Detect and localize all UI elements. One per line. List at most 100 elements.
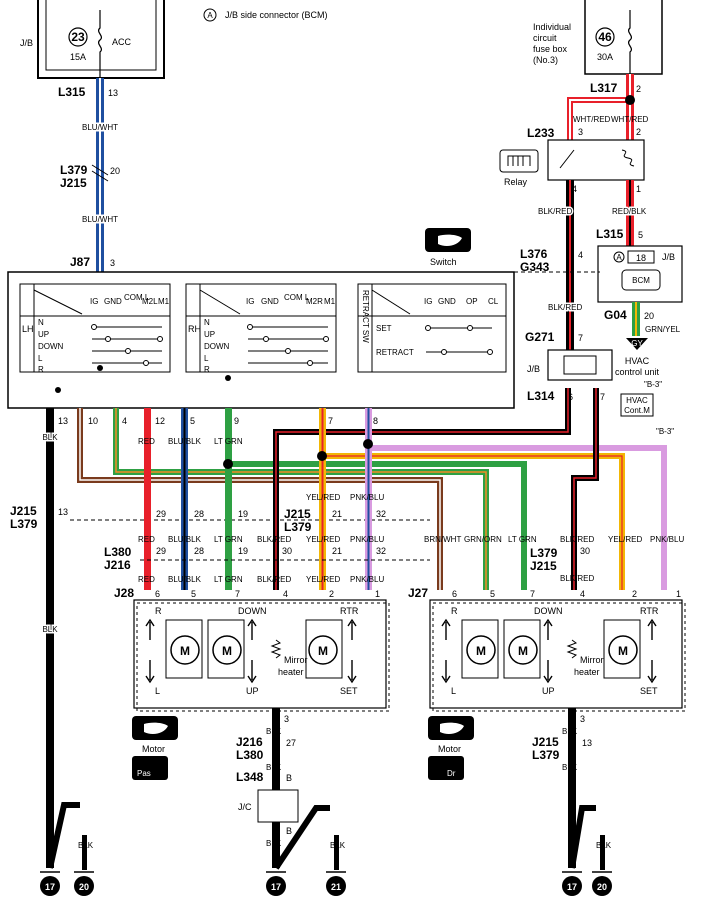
relay: Relay bbox=[499, 139, 645, 187]
svg-text:BLK/RED: BLK/RED bbox=[560, 574, 594, 583]
svg-text:DOWN: DOWN bbox=[38, 342, 64, 351]
svg-text:L380: L380 bbox=[104, 545, 132, 559]
svg-text:Mirror: Mirror bbox=[580, 655, 604, 665]
svg-text:L376: L376 bbox=[520, 247, 548, 261]
svg-text:L233: L233 bbox=[527, 126, 555, 140]
svg-text:COM L: COM L bbox=[124, 293, 150, 302]
svg-text:RED/BLK: RED/BLK bbox=[612, 207, 647, 216]
svg-text:RTR: RTR bbox=[640, 606, 659, 616]
wire-lt-grn-right bbox=[228, 461, 527, 590]
svg-text:20: 20 bbox=[644, 311, 654, 321]
svg-text:BLK/RED: BLK/RED bbox=[538, 207, 572, 216]
svg-text:1: 1 bbox=[676, 589, 681, 599]
svg-text:28: 28 bbox=[194, 546, 204, 556]
svg-text:BLU/BLK: BLU/BLK bbox=[168, 535, 202, 544]
svg-text:BLU/BLK: BLU/BLK bbox=[168, 575, 202, 584]
switch-table: LH RH RETRACT SW IG GND COM L M2L M1 IG … bbox=[7, 271, 515, 409]
svg-text:M: M bbox=[518, 644, 528, 658]
svg-text:21: 21 bbox=[332, 509, 342, 519]
svg-text:heater: heater bbox=[278, 667, 304, 677]
svg-text:18: 18 bbox=[636, 253, 646, 263]
svg-text:21: 21 bbox=[331, 882, 341, 892]
svg-text:BLK: BLK bbox=[42, 625, 58, 634]
svg-text:L380: L380 bbox=[236, 748, 264, 762]
wire-blk-motor-right bbox=[568, 708, 576, 868]
svg-text:4: 4 bbox=[578, 250, 583, 260]
svg-text:L: L bbox=[204, 354, 209, 363]
svg-text:M: M bbox=[180, 644, 190, 658]
svg-text:BLK: BLK bbox=[562, 727, 578, 736]
svg-text:BLU/BLK: BLU/BLK bbox=[168, 437, 202, 446]
svg-text:L379: L379 bbox=[284, 520, 312, 534]
svg-text:J/C: J/C bbox=[238, 802, 252, 812]
svg-text:"B-3": "B-3" bbox=[644, 380, 662, 389]
svg-text:BLU/WHT: BLU/WHT bbox=[82, 215, 118, 224]
svg-text:J/B: J/B bbox=[527, 364, 540, 374]
svg-text:GY: GY bbox=[631, 339, 643, 348]
svg-text:YEL/RED: YEL/RED bbox=[306, 493, 340, 502]
svg-text:L348: L348 bbox=[236, 770, 264, 784]
svg-text:L314: L314 bbox=[527, 389, 555, 403]
svg-text:BLK: BLK bbox=[596, 841, 612, 850]
svg-text:28: 28 bbox=[194, 509, 204, 519]
conn-l315: L315 bbox=[58, 85, 86, 99]
svg-text:17: 17 bbox=[271, 882, 281, 892]
svg-text:PNK/BLU: PNK/BLU bbox=[350, 535, 384, 544]
svg-text:G04: G04 bbox=[604, 308, 627, 322]
wire-grn-yel bbox=[632, 302, 640, 336]
svg-text:R: R bbox=[38, 365, 44, 374]
svg-text:5: 5 bbox=[490, 589, 495, 599]
svg-text:J215: J215 bbox=[284, 507, 311, 521]
svg-text:Switch: Switch bbox=[430, 257, 457, 267]
svg-text:20: 20 bbox=[597, 882, 607, 892]
svg-text:27: 27 bbox=[286, 738, 296, 748]
svg-text:BLK: BLK bbox=[562, 763, 578, 772]
svg-text:4: 4 bbox=[572, 184, 577, 194]
svg-text:WHT/RED: WHT/RED bbox=[573, 115, 611, 124]
fuse-box-right: Individual circuit fuse box (No.3) 46 30… bbox=[533, 0, 663, 75]
svg-text:IG: IG bbox=[246, 297, 254, 306]
svg-text:L: L bbox=[38, 354, 43, 363]
wire-brn-wht bbox=[77, 408, 443, 590]
svg-text:17: 17 bbox=[567, 882, 577, 892]
svg-text:L379: L379 bbox=[532, 748, 560, 762]
wire-red-blk bbox=[626, 180, 634, 250]
svg-text:A: A bbox=[207, 11, 213, 20]
svg-text:UP: UP bbox=[204, 330, 215, 339]
svg-text:BLK: BLK bbox=[330, 841, 346, 850]
svg-text:L317: L317 bbox=[590, 81, 618, 95]
motor-box-left: 6 5 7 4 2 1 R L DOWN UP RTR SET M M M Mi… bbox=[133, 589, 390, 712]
svg-text:BLK/RED: BLK/RED bbox=[257, 535, 291, 544]
relay-icon bbox=[499, 149, 539, 173]
svg-text:Mirror: Mirror bbox=[284, 655, 308, 665]
svg-text:RED: RED bbox=[138, 535, 155, 544]
svg-text:R: R bbox=[155, 606, 162, 616]
svg-text:DOWN: DOWN bbox=[204, 342, 230, 351]
wire-lt-grn bbox=[225, 408, 232, 590]
svg-text:Cont.M: Cont.M bbox=[624, 406, 650, 415]
svg-text:M1: M1 bbox=[324, 297, 336, 306]
svg-text:J216: J216 bbox=[104, 558, 131, 572]
svg-text:YEL/RED: YEL/RED bbox=[608, 535, 642, 544]
svg-text:M: M bbox=[618, 644, 628, 658]
svg-text:7: 7 bbox=[328, 416, 333, 426]
fuse-name: ACC bbox=[112, 37, 132, 47]
wire-blk-left bbox=[46, 408, 54, 868]
svg-text:3: 3 bbox=[110, 258, 115, 268]
ground-symbols: 17 20 17 21 17 20 bbox=[40, 871, 612, 896]
svg-text:G343: G343 bbox=[520, 260, 550, 274]
svg-text:RETRACT SW: RETRACT SW bbox=[361, 290, 370, 343]
svg-text:19: 19 bbox=[238, 546, 248, 556]
svg-text:6: 6 bbox=[452, 589, 457, 599]
fuse-number: 23 bbox=[71, 30, 85, 44]
svg-text:OP: OP bbox=[466, 297, 478, 306]
svg-text:BLK/RED: BLK/RED bbox=[257, 575, 291, 584]
svg-text:RTR: RTR bbox=[340, 606, 359, 616]
svg-text:RETRACT: RETRACT bbox=[376, 348, 414, 357]
svg-text:BRN/WHT: BRN/WHT bbox=[424, 535, 461, 544]
svg-text:3: 3 bbox=[284, 714, 289, 724]
splice-dot bbox=[625, 95, 635, 105]
ground-17-b: 17 bbox=[266, 871, 286, 896]
svg-text:12: 12 bbox=[155, 416, 165, 426]
svg-text:7: 7 bbox=[600, 392, 605, 402]
